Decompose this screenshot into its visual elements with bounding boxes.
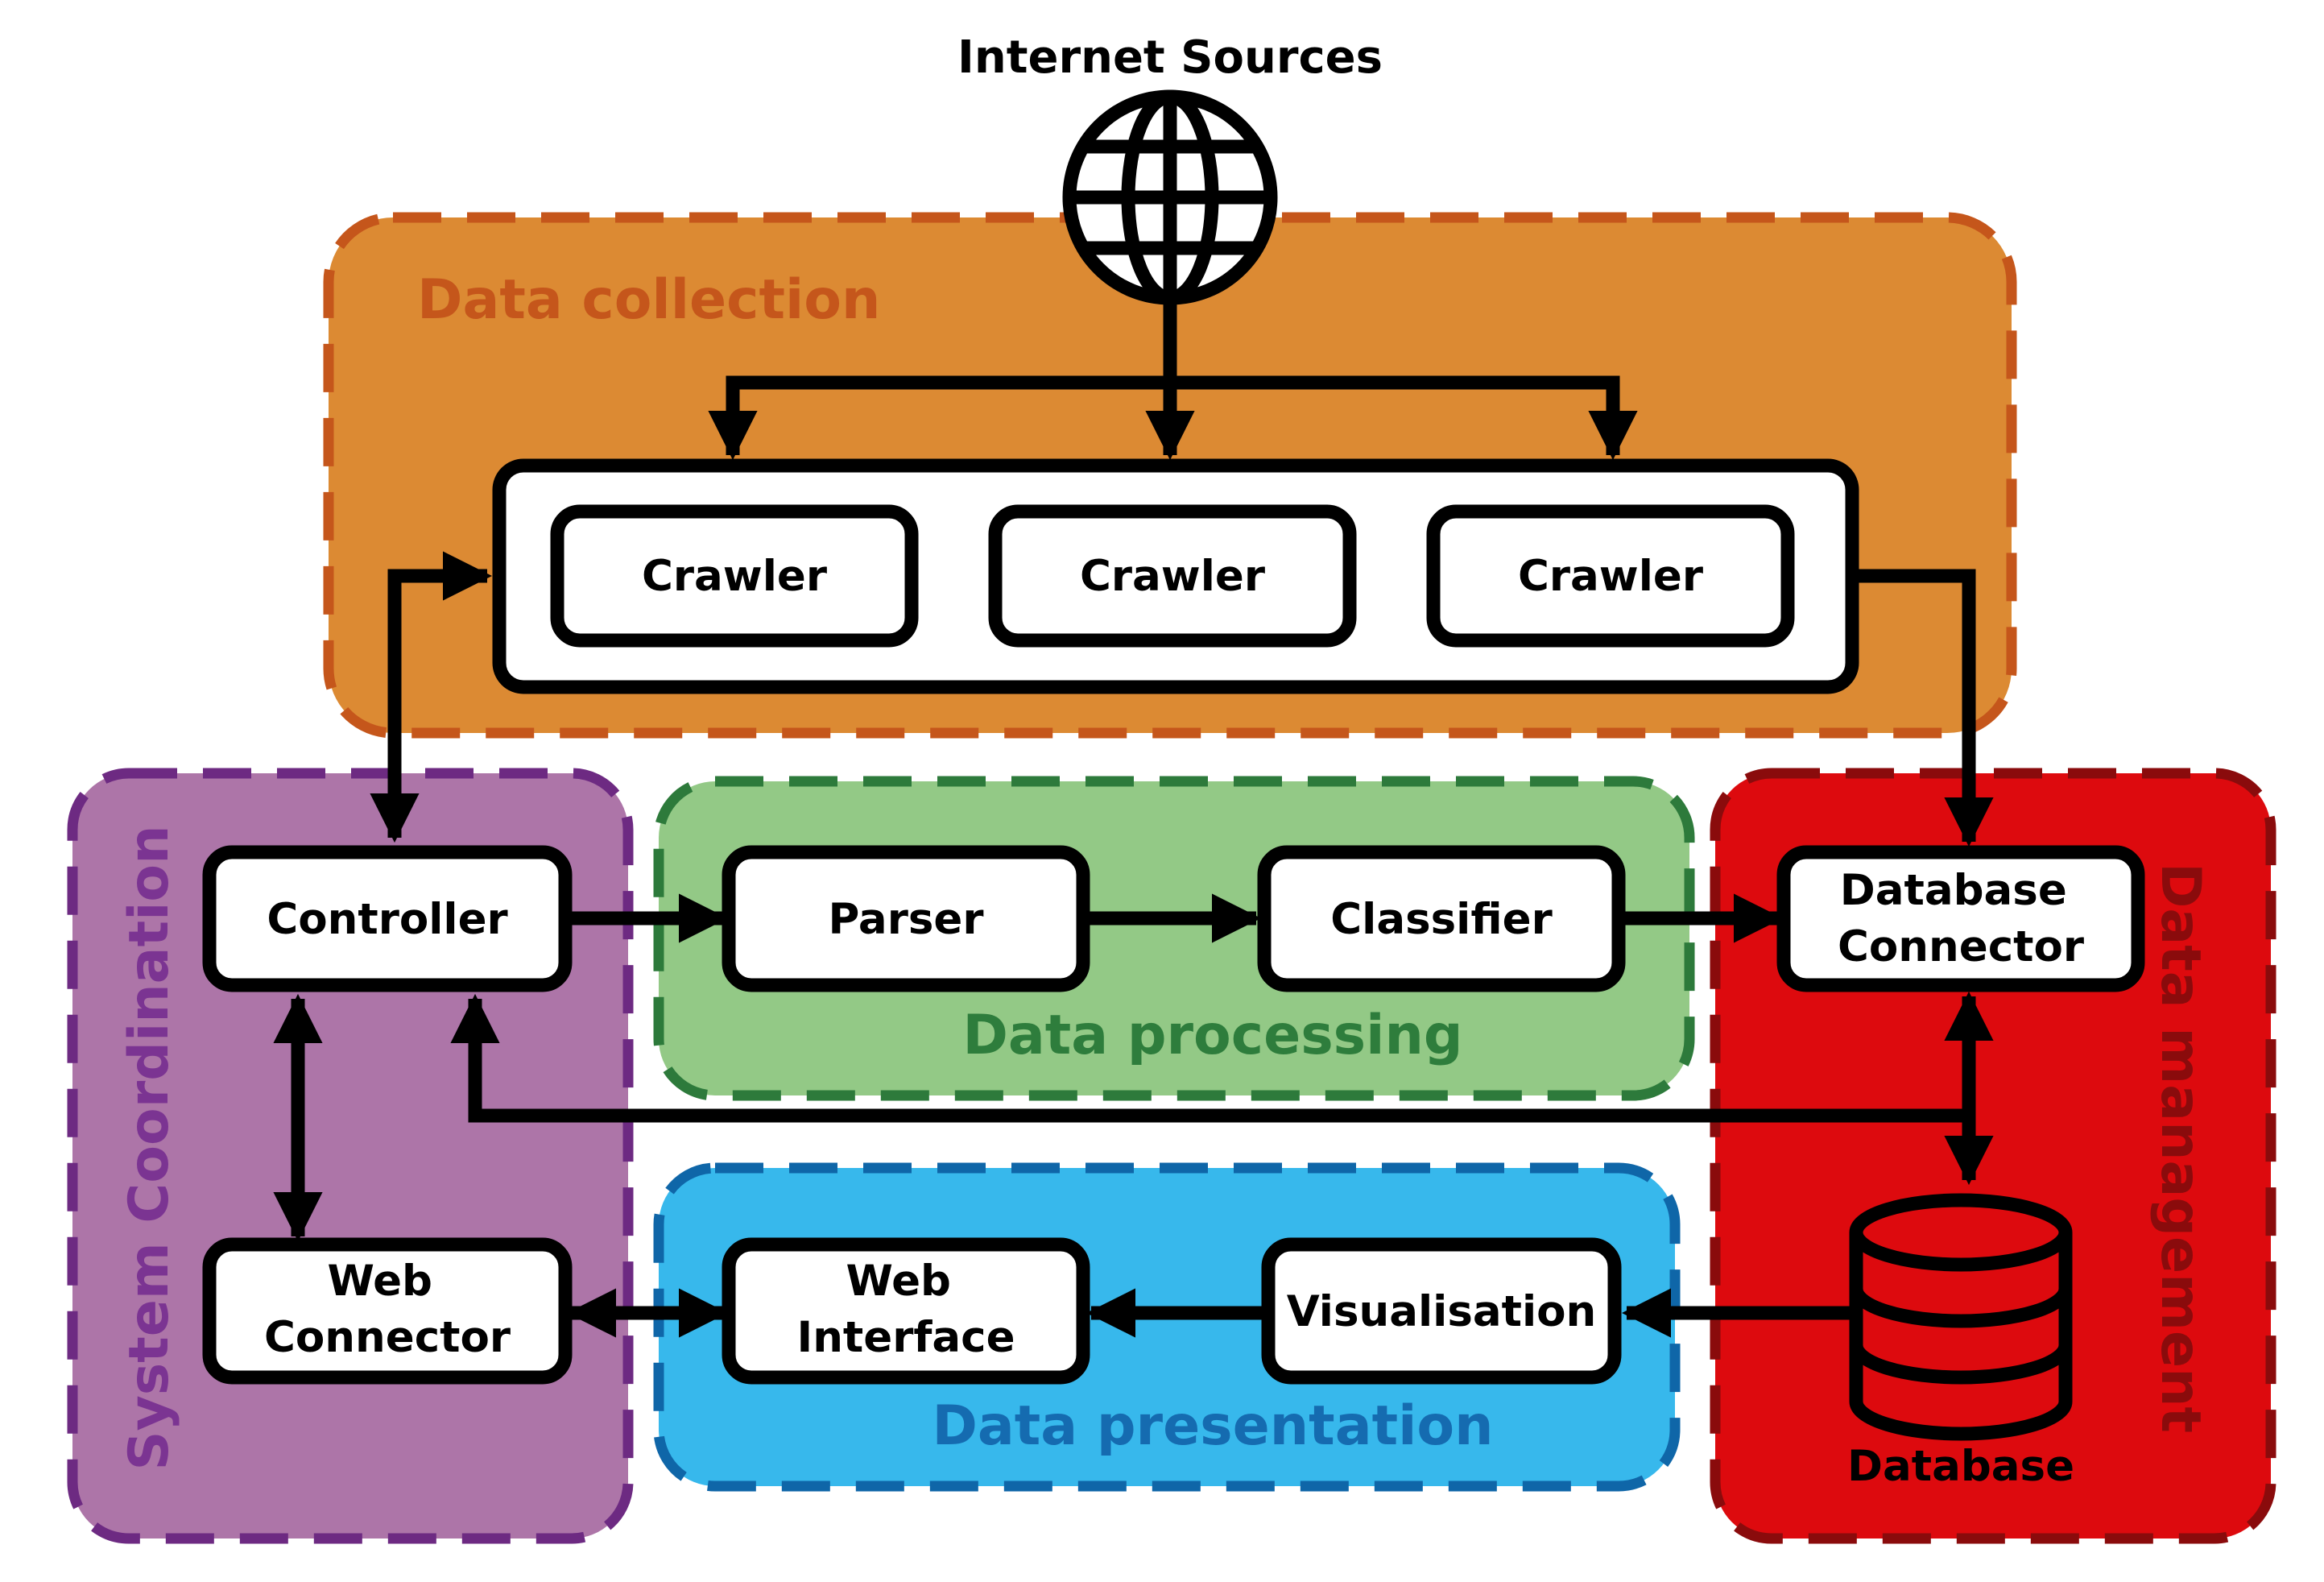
arrow-crawlers-dbconnector (1852, 569, 1994, 847)
crawler-2: Crawler (988, 504, 1357, 648)
crawler-1-label: Crawler (642, 552, 827, 601)
web-connector-label: Web Connector (264, 1257, 511, 1362)
arrow-feedback-controller (450, 993, 1969, 1123)
crawler-3: Crawler (1426, 504, 1795, 648)
controller: Controller (202, 845, 573, 992)
region-data-presentation-title: Data presentation (932, 1394, 1493, 1458)
web-interface: Web Interface (722, 1237, 1090, 1385)
database-connector-label: Database Connector (1838, 866, 2084, 971)
controller-label: Controller (267, 895, 507, 944)
internet-sources: Internet Sources (957, 31, 1383, 305)
database-connector: Database Connector (1776, 845, 2145, 992)
crawler-1: Crawler (550, 504, 919, 648)
classifier-label: Classifier (1330, 895, 1552, 944)
database-icon (1849, 1193, 2073, 1441)
arrow-controller-crawlers (370, 551, 493, 843)
region-data-management-title: Data management (2148, 863, 2212, 1433)
internet-sources-label: Internet Sources (957, 31, 1383, 84)
crawler-2-label: Crawler (1080, 552, 1265, 601)
visualisation-label: Visualisation (1287, 1287, 1597, 1336)
database: Database (1847, 1193, 2074, 1491)
web-connector: Web Connector (202, 1237, 573, 1385)
classifier: Classifier (1257, 845, 1626, 992)
visualisation: Visualisation (1261, 1237, 1622, 1385)
arrow-to-crawler-right (1170, 375, 1638, 461)
globe-icon (1062, 89, 1278, 305)
web-interface-label: Web Interface (796, 1257, 1015, 1362)
region-system-coordination-title: System Coordination (118, 825, 181, 1470)
region-data-collection-title: Data collection (417, 268, 880, 332)
arrow-to-crawler-left (708, 375, 1170, 461)
parser-label: Parser (829, 895, 984, 944)
connectors (273, 298, 1994, 1338)
parser: Parser (722, 845, 1090, 992)
region-data-processing-title: Data processing (962, 1004, 1462, 1067)
crawler-3-label: Crawler (1518, 552, 1703, 601)
database-label: Database (1847, 1442, 2074, 1491)
